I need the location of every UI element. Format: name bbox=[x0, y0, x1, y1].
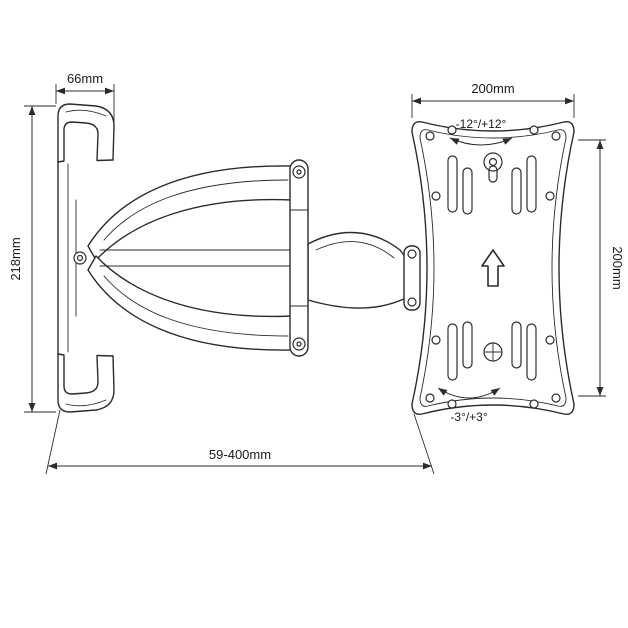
plate-hinge-pin-bottom bbox=[407, 297, 417, 307]
plate-hole bbox=[545, 191, 555, 201]
upper-wing-detail bbox=[103, 179, 289, 241]
vesa-slot bbox=[526, 323, 537, 381]
plate-hole bbox=[447, 399, 457, 409]
articulating-arm bbox=[87, 159, 421, 357]
orientation-up-arrow-icon bbox=[481, 249, 505, 287]
bottom-clamp-ridge bbox=[65, 399, 107, 407]
forearm bbox=[307, 231, 407, 309]
lower-wing bbox=[87, 255, 293, 351]
dimension-plate-width: 200mm bbox=[411, 81, 575, 118]
plate-bottom-screw bbox=[483, 342, 503, 362]
vesa-slot bbox=[447, 323, 458, 381]
plate-keyhole bbox=[483, 152, 503, 183]
top-clamp-ridge bbox=[65, 109, 107, 117]
wall-pivot-center bbox=[76, 254, 84, 262]
bottom-clamp-top-right bbox=[96, 354, 114, 357]
vesa-slot bbox=[511, 321, 522, 369]
lower-wing-detail bbox=[103, 275, 289, 337]
vesa-plate-outline bbox=[411, 121, 575, 415]
plate-hole bbox=[431, 335, 441, 345]
bottom-clamp-outline bbox=[57, 353, 115, 413]
plate-hole bbox=[425, 393, 435, 403]
plate-hole bbox=[529, 125, 539, 135]
dim-label-bracket-height: 218mm bbox=[8, 237, 23, 280]
plate-screw-holes bbox=[425, 125, 561, 409]
vesa-plate bbox=[411, 121, 575, 415]
dimension-bracket-depth: 66mm bbox=[55, 71, 115, 122]
pivot-pin-bottom-center bbox=[296, 341, 302, 347]
vesa-mounting-slots bbox=[447, 155, 537, 381]
dim-label-bracket-depth: 66mm bbox=[67, 71, 103, 86]
keyhole-slot bbox=[488, 165, 498, 183]
tilt-label: -3°/+3° bbox=[450, 410, 487, 424]
tilt-arrow-arc bbox=[437, 387, 501, 399]
dimension-bracket-height: 218mm bbox=[8, 105, 56, 413]
keyhole-ring bbox=[483, 152, 503, 172]
swivel-arrow-arc bbox=[449, 137, 513, 146]
top-clamp-outline bbox=[57, 103, 115, 163]
plate-hinge-bar bbox=[403, 245, 421, 311]
plate-hole bbox=[545, 335, 555, 345]
vesa-slot bbox=[462, 167, 473, 215]
bottom-clamp-top-left bbox=[57, 353, 65, 356]
plate-hole bbox=[431, 191, 441, 201]
vesa-slot bbox=[447, 155, 458, 213]
plate-hole bbox=[551, 131, 561, 141]
pivot-pin-top-center bbox=[296, 169, 302, 175]
vesa-slot bbox=[462, 321, 473, 369]
dimension-extension-range: 59-400mm bbox=[45, 409, 435, 475]
plate-hole bbox=[425, 131, 435, 141]
upper-wing bbox=[87, 165, 293, 261]
extension-line bbox=[45, 409, 61, 475]
tilt-annotation: -3°/+3° bbox=[437, 387, 501, 424]
plate-hinge-pin-top bbox=[407, 249, 417, 259]
screw-head bbox=[483, 342, 503, 362]
top-clamp-inner bbox=[63, 121, 99, 161]
vesa-slot bbox=[526, 155, 537, 213]
top-clamp-base-left bbox=[57, 160, 65, 163]
wall-bracket bbox=[57, 103, 115, 413]
vesa-slot bbox=[511, 167, 522, 215]
bottom-clamp-inner bbox=[63, 355, 99, 395]
plate-hole bbox=[529, 399, 539, 409]
forearm-detail bbox=[315, 241, 395, 259]
pivot-bar bbox=[289, 159, 309, 357]
swivel-annotation: -12°/+12° bbox=[449, 117, 513, 146]
extension-line bbox=[413, 413, 435, 475]
dim-label-plate-width: 200mm bbox=[471, 81, 514, 96]
dim-label-extension-range: 59-400mm bbox=[209, 447, 271, 462]
top-clamp-base-right bbox=[96, 159, 114, 162]
vesa-plate-inner-rim bbox=[419, 129, 567, 407]
dimension-plate-height: 200mm bbox=[578, 139, 625, 397]
dim-label-plate-height: 200mm bbox=[610, 246, 625, 289]
plate-hole bbox=[551, 393, 561, 403]
swivel-label: -12°/+12° bbox=[456, 117, 507, 131]
plate-hole bbox=[447, 125, 457, 135]
